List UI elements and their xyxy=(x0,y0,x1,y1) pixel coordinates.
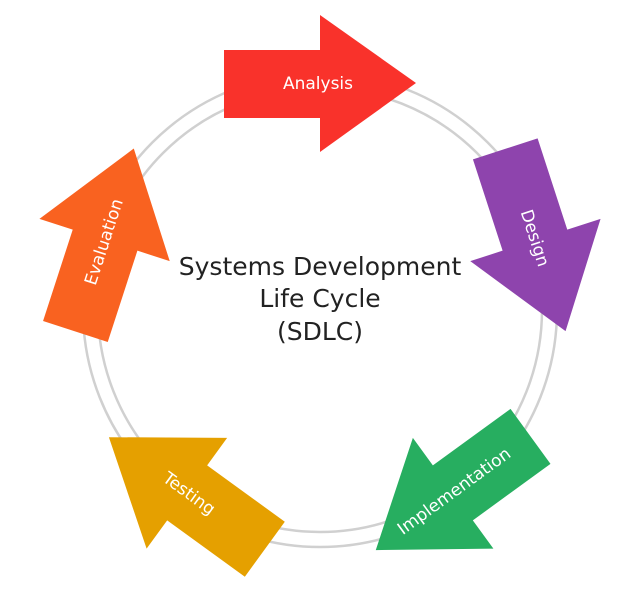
title-line-3: (SDLC) xyxy=(277,317,363,346)
title-line-2: Life Cycle xyxy=(259,284,380,313)
stage-testing: Testing xyxy=(108,437,285,577)
stage-implementation: Implementation xyxy=(375,408,551,551)
stage-design: Design xyxy=(470,138,601,332)
center-title: Systems Development Life Cycle (SDLC) xyxy=(179,252,462,346)
arrow-design xyxy=(470,138,601,332)
arrow-analysis xyxy=(224,15,416,152)
stage-evaluation: Evaluation xyxy=(39,148,170,342)
arrow-testing xyxy=(108,437,285,577)
label-analysis: Analysis xyxy=(283,74,353,94)
arrow-implementation xyxy=(375,408,551,551)
stage-analysis: Analysis xyxy=(224,15,416,152)
title-line-1: Systems Development xyxy=(179,252,462,281)
arrow-evaluation xyxy=(39,148,170,342)
